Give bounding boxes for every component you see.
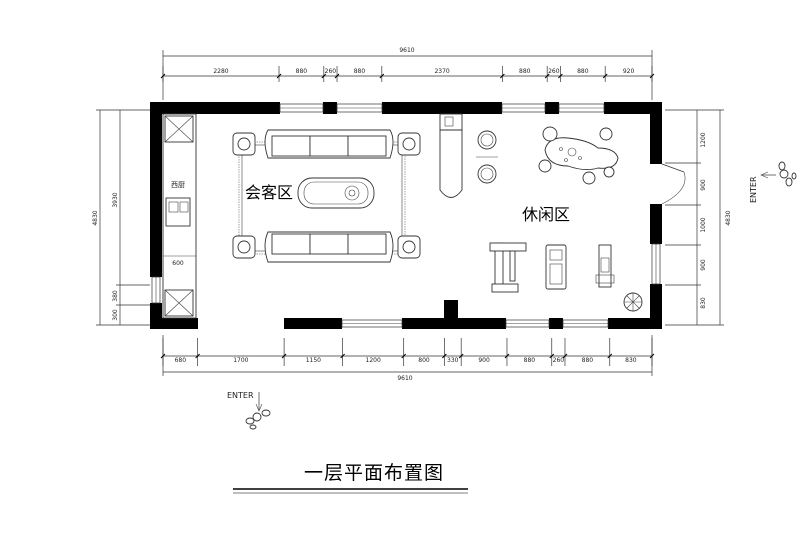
drawing-title: 一层平面布置图 [304,462,444,484]
left-dimension-chain: 4830 3930 380 300 [92,109,150,326]
dimension-slash [504,353,510,359]
dimension-slash [558,73,563,79]
walls [150,102,662,329]
top-total-dimension: 9610 [399,47,414,54]
entrance-marker-bottom-left: ENTER [227,391,271,430]
kitchen-counter: 西厨 600 [162,113,197,319]
dimension-segment-label: 880 [577,68,589,75]
right-total-dimension: 4830 [725,210,732,225]
dimension-segment-label: 880 [582,357,594,364]
dimension-segment-label: 260 [548,68,560,75]
dimension-slash [458,353,464,359]
dimension-segment-label: 1200 [366,357,381,364]
bottom-total-dimension: 9610 [397,375,412,382]
potted-plant-icon [623,292,643,312]
dimension-segment-label: 920 [623,68,635,75]
entrance-marker-right: ENTER [749,161,797,203]
dimension-slash [500,73,505,79]
left-dimension-380: 380 [112,290,119,302]
dimension-segment-label: 830 [625,357,637,364]
kitchen-label: 西厨 [171,181,185,189]
left-dimension-300: 300 [112,309,119,321]
dimension-segment-label: 2370 [434,68,449,75]
right-dimension-1200: 1200 [700,132,707,147]
living-area-furniture: 会客区 [232,129,421,263]
dimension-slash [602,73,608,79]
left-dimension-3930: 3930 [112,192,119,207]
dimension-segment-label: 2280 [213,68,228,75]
right-dimension-900b: 900 [700,259,707,271]
dimension-segment-label: 880 [296,68,308,75]
dimension-segment-label: 880 [524,357,536,364]
dimension-segment-label: 260 [553,357,565,364]
dimension-slash [195,353,200,359]
dimension-segment-label: 680 [175,357,187,364]
drawing-title-block: 一层平面布置图 [233,462,468,494]
right-entrance-door [661,163,686,205]
dimension-slash [649,73,655,79]
top-dimension-chain: 9610 2280 880 260 880 2370 880 260 880 920 [160,47,655,100]
leisure-area-label: 休闲区 [522,205,570,224]
bottom-dimension-chain: 680 1700 1150 1200 800 330 900 880 260 880 830 961… [160,335,655,382]
dimension-segment-label: 1150 [306,357,321,364]
living-area-label: 会客区 [245,183,293,202]
dimension-slash [340,353,345,359]
right-dimension-chain: 1200 900 1000 900 830 4830 [665,109,732,326]
dimension-slash [544,73,550,79]
left-total-dimension: 4830 [92,210,99,225]
dimension-slash [649,353,655,359]
right-dimension-1000: 1000 [700,217,707,232]
dimension-segment-label: 880 [519,68,531,75]
dimension-slash [281,353,287,359]
dimension-segment-label: 1700 [233,357,248,364]
walking-person-icon [245,409,271,430]
dimension-slash [160,353,166,359]
dimension-slash [442,353,447,359]
dimension-slash [607,353,613,359]
dimension-segment-label: 900 [478,357,490,364]
leisure-area-furniture: 休闲区 [439,113,643,312]
dimension-slash [321,73,327,79]
right-dimension-900a: 900 [700,179,707,191]
dimension-slash [379,73,385,79]
dimension-segment-label: 260 [325,68,337,75]
dimension-slash [562,353,568,359]
dimension-segment-label: 800 [418,357,430,364]
dimension-slash [160,73,166,79]
enter-label-right: ENTER [749,176,758,203]
dimension-slash [334,73,340,79]
dimension-slash [549,353,555,359]
dimension-segment-label: 330 [447,357,459,364]
kitchen-dimension-600: 600 [172,260,184,267]
dimension-slash [401,353,407,359]
right-dimension-830: 830 [700,297,707,309]
walking-person-icon [778,161,797,187]
dimension-segment-label: 880 [354,68,366,75]
enter-label-bottom-left: ENTER [227,391,254,400]
dimension-slash [276,73,282,79]
